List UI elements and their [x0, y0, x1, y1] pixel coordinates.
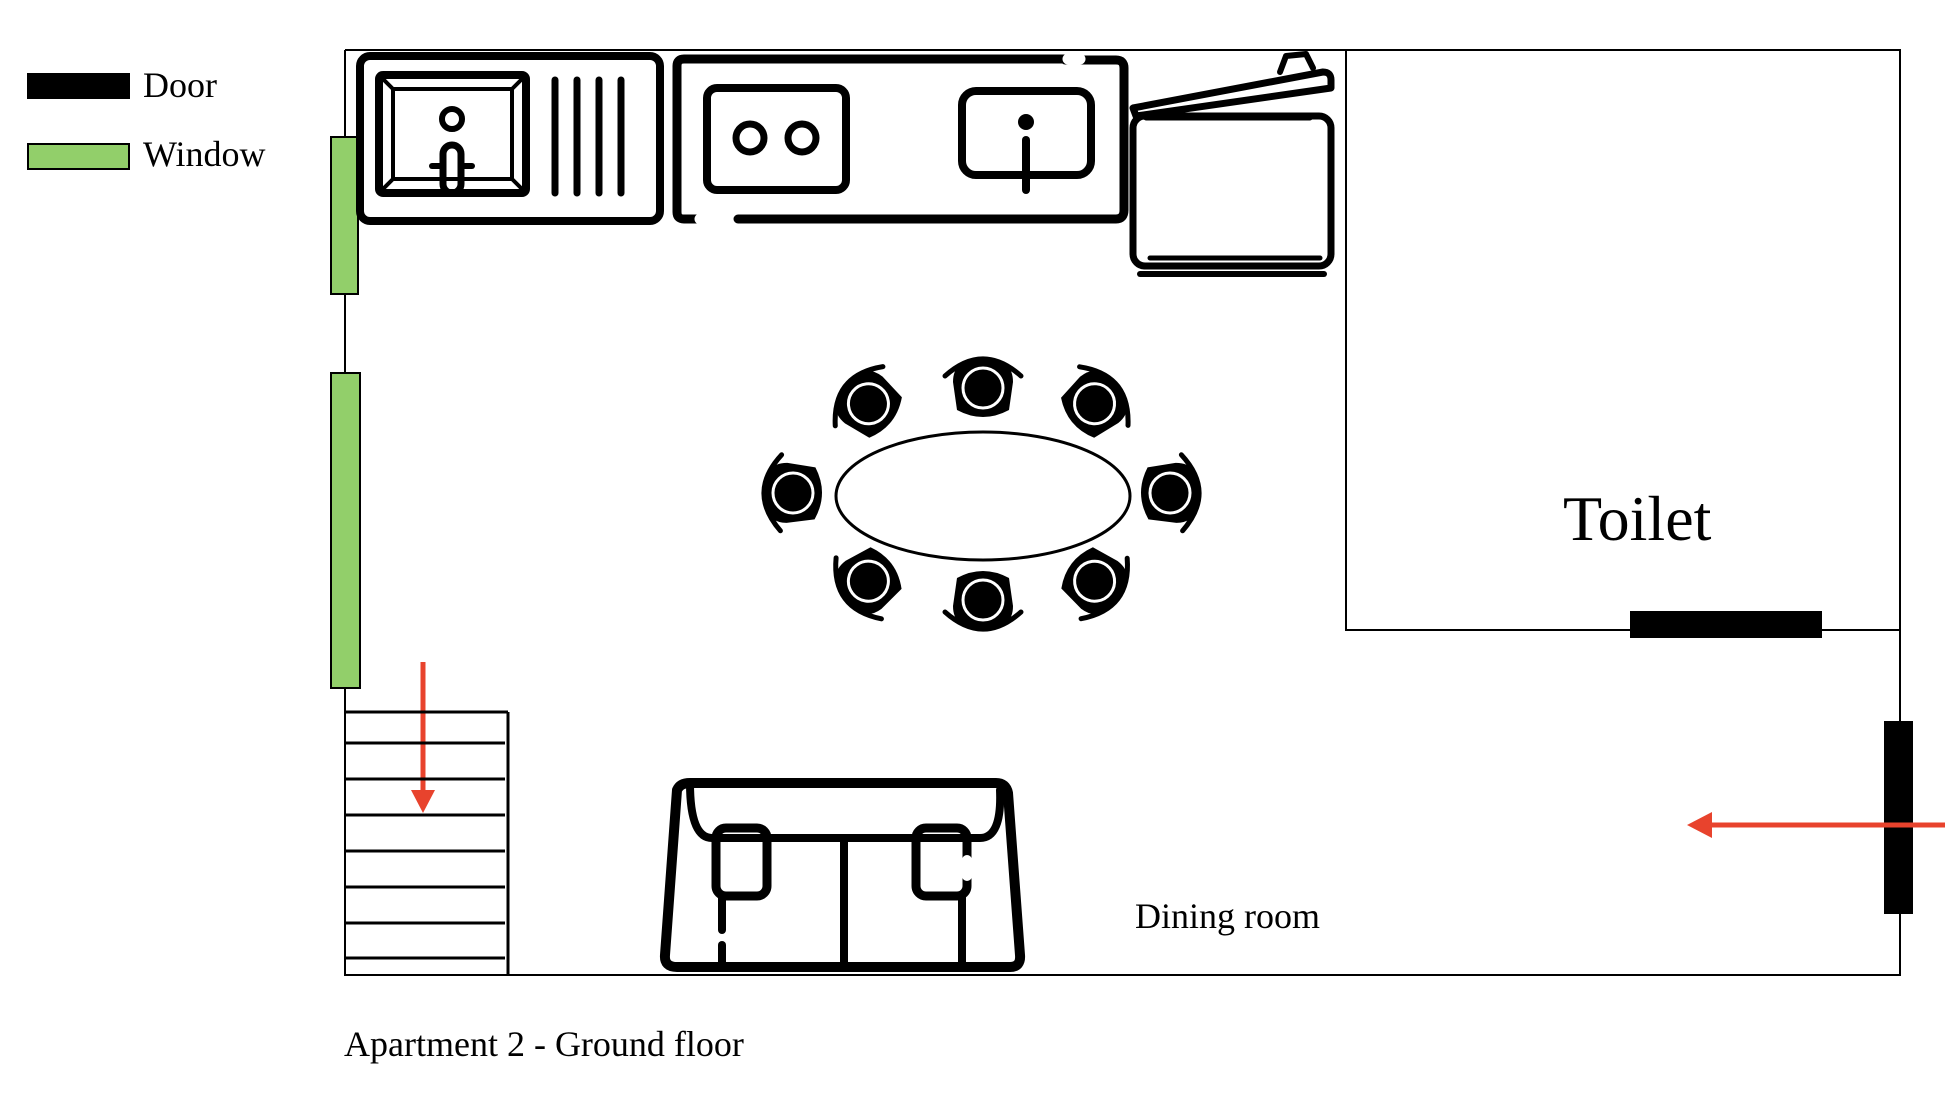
chair-icon: [832, 364, 902, 438]
legend-window-swatch: [27, 143, 130, 170]
chair-icon: [942, 356, 1024, 417]
entrance-door: [1884, 721, 1913, 914]
toilet-label: Toilet: [1563, 483, 1712, 554]
legend-door-label: Door: [143, 65, 217, 105]
dining-table-icon: [761, 356, 1202, 632]
dining-room-label: Dining room: [1135, 896, 1320, 936]
chair-icon: [1061, 364, 1131, 438]
stove-icon: [703, 84, 850, 194]
chair-icon: [1061, 547, 1130, 622]
washbasin-icon: [958, 87, 1095, 194]
legend-door-swatch: [27, 73, 130, 99]
legend-window-label: Window: [143, 134, 266, 174]
toilet-door: [1630, 611, 1822, 638]
chair-icon: [942, 571, 1024, 632]
chair-icon: [1141, 452, 1202, 534]
chair-icon: [761, 356, 1202, 632]
washing-machine-icon: [1129, 51, 1335, 277]
sofa-icon: [659, 778, 1026, 972]
window-lower: [330, 372, 361, 689]
staircase-icon: [345, 710, 510, 976]
stairs-arrow: [411, 662, 435, 813]
plan-caption: Apartment 2 - Ground floor: [344, 1024, 744, 1064]
chair-icon: [833, 547, 902, 622]
chair-icon: [761, 452, 822, 534]
table-top: [834, 430, 1132, 562]
entrance-arrow: [1687, 812, 1945, 838]
kitchen-sink-icon: [356, 52, 664, 225]
window-upper: [330, 136, 359, 295]
counter: [672, 53, 1129, 225]
legend: Door Window: [27, 65, 266, 174]
